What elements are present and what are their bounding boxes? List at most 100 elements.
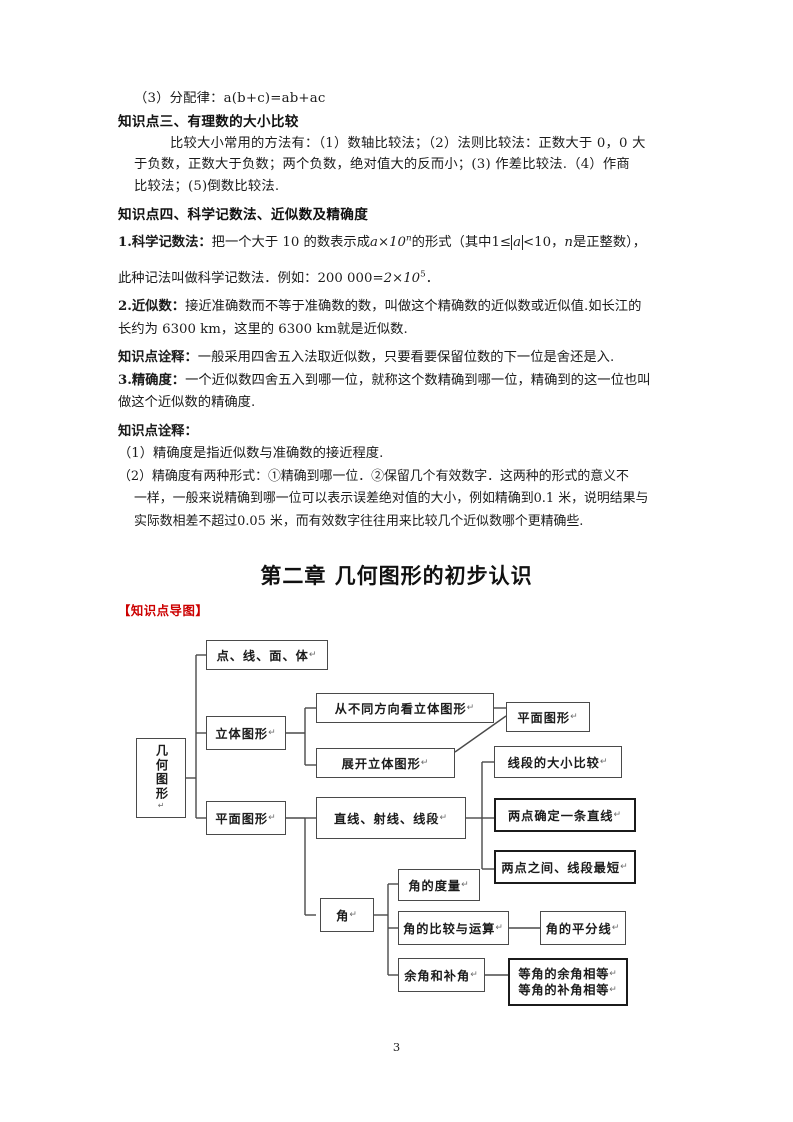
kp4-approximate-number-line-1: 2.近似数：接近准确数而不等于准确数的数，叫做这个精确数的近似数或近似值.如长江… [118,296,684,319]
mindmap-node-equal-angle-rules: 等角的余角相等↵ 等角的补角相等↵ [508,958,628,1006]
mindmap-node-angle-comparison: 角的比较与运算↵ [398,911,509,945]
mindmap-node-two-points-determine-line-label: 两点确定一条直线 [507,809,614,823]
heading-knowledge-point-3: 知识点三、有理数的大小比较 [118,113,299,130]
kp4-item1-text-d: 是正整数）， [572,235,647,250]
pilcrow-icon: ↵ [349,910,358,920]
pilcrow-icon: ↵ [420,758,430,768]
pilcrow-icon: ↵ [470,970,479,980]
kp4-item1-line2-exponent: 5 [420,269,426,280]
mindmap-node-angle-bisector: 角的平分线↵ [540,911,626,945]
mindmap-node-root: 几何图形↵ [136,738,186,818]
kp4-item1-text-c: ， [551,235,565,250]
kp4-note2-item-2-line-3: 实际数相差不超过0.05 米，而有效数字往往用来比较几个近似数哪个更精确些. [134,513,584,529]
heading-knowledge-point-4: 知识点四、科学记数法、近似数及精确度 [118,207,369,223]
mindmap-node-unfold-solid: 展开立体图形↵ [316,748,455,778]
kp4-note2-item-2-line-1: （2）精确度有两种形式：①精确到哪一位．②保留几个有效数字．这两种的形式的意义不 [118,468,629,484]
pilcrow-icon: ↵ [620,862,629,872]
kp4-precision-line-1: 3.精确度：一个近似数四舍五入到哪一位，就称这个数精确到哪一位，精确到的这一位也… [118,370,684,393]
kp4-item2-line1: 接近准确数而不等于准确数的数，叫做这个精确数的近似数或近似值.如长江的 [185,299,642,314]
mindmap-node-equal-complement-row: 等角的余角相等↵ [518,966,617,982]
mindmap-node-view-solid-label: 从不同方向看立体图形 [334,702,467,716]
kp3-body-line-1: 比较大小常用的方法有：（1）数轴比较法；（2）法则比较法：正数大于 0，0 大 [170,135,646,151]
page-number: 3 [392,1040,401,1054]
kp4-item1-formula-a: a×10 [370,235,407,250]
pilcrow-icon: ↵ [609,985,618,996]
mindmap-node-planar-figure: 平面图形↵ [206,801,286,835]
kp3-body-line-2: 于负数，正数大于负数；两个负数，绝对值大的反而小；(3) 作差比较法.（4）作商 [134,157,630,172]
mindmap-node-equal-supplement-label: 等角的补角相等 [518,983,610,997]
distributive-law-line: （3）分配律：a(b+c)=ab+ac [134,91,326,106]
mindmap-node-root-label: 几何图形 [154,744,169,801]
kp3-body-line-3: 比较法；(5)倒数比较法. [134,178,280,194]
kp4-item1-line2-formula: 2×10 [383,270,421,286]
text-content-block: （3）分配律：a(b+c)=ab+ac 知识点三、有理数的大小比较 比较大小常用… [118,88,684,533]
mindmap-node-point-line-face-solid: 点、线、面、体↵ [206,640,328,670]
pilcrow-icon: ↵ [495,923,504,933]
kp4-item3-label: 3.精确度： [118,372,186,388]
pilcrow-icon: ↵ [611,923,621,933]
kp4-item1-text-b: 的形式（其中 [411,235,492,250]
kp4-note2-item-1: （1）精确度是指近似数与准确数的接近程度. [118,446,384,461]
kp4-note-2-label: 知识点诠释： [118,423,198,439]
mindmap-section-tag: 【知识点导图】 [118,603,209,618]
kp4-item1-text-a: 把一个大于 10 的数表示成 [211,235,371,250]
mindmap-node-segment-comparison: 线段的大小比较↵ [494,746,622,778]
mindmap-node-shortest-segment: 两点之间、线段最短↵ [494,850,636,884]
kp4-note1-label: 知识点诠释： [118,350,198,365]
pilcrow-icon: ↵ [613,810,623,820]
mindmap-node-equal-supplement-row: 等角的补角相等↵ [518,982,617,998]
kp4-item1-line2-a: 此种记法叫做科学记数法．例如：200 000= [118,270,384,286]
pilcrow-icon: ↵ [466,703,476,713]
pilcrow-icon: ↵ [268,728,277,738]
mindmap-node-segment-comparison-label: 线段的大小比较 [507,756,600,770]
kp4-note-1: 知识点诠释：一般采用四舍五入法取近似数，只要看要保留位数的下一位是舍还是入. [118,347,684,370]
kp4-item1-line2-b: ． [425,270,439,286]
pilcrow-icon: ↵ [308,650,318,660]
mindmap-node-line-ray-segment-label: 直线、射线、线段 [333,812,440,826]
kp4-item1-variable-n: n [564,235,573,250]
mindmap-node-complement-supplement: 余角和补角↵ [398,958,485,992]
mindmap-node-point-line-face-solid-label: 点、线、面、体 [216,649,309,663]
kp4-item2-label: 2.近似数： [118,299,186,314]
kp4-precision-line-2: 做这个近似数的精确度. [118,395,256,410]
mindmap-node-angle-comparison-label: 角的比较与运算 [403,922,496,936]
mindmap-node-planar-figure-label: 平面图形 [215,812,269,826]
kp4-note2-item-2-line-2: 一样，一般来说精确到哪一位可以表示误差绝对值的大小，例如精确到0.1 米，说明结… [134,491,649,506]
pilcrow-icon: ↵ [570,712,579,722]
kp4-item3-line1: 一个近似数四舍五入到哪一位，就称这个数精确到哪一位，精确到的这一位也叫 [185,372,651,388]
mindmap-node-angle-measure: 角的度量↵ [398,869,480,901]
kp4-note1-text: 一般采用四舍五入法取近似数，只要看要保留位数的下一位是舍还是入. [197,350,615,365]
mindmap-node-planar-figure-right-label: 平面图形 [517,711,571,725]
pilcrow-icon: ↵ [439,813,449,823]
mindmap-node-angle: 角↵ [320,898,374,932]
mindmap-node-angle-bisector-label: 角的平分线 [545,922,612,936]
mindmap-node-solid-figure-label: 立体图形 [215,727,269,741]
kp4-approximate-number-line-2: 长约为 6300 km，这里的 6300 km就是近似数. [118,321,408,337]
pilcrow-icon: ↵ [156,800,166,812]
kp4-item1-inequality-right: <10 [523,235,552,250]
pilcrow-icon: ↵ [599,757,609,767]
mindmap-node-equal-complement-label: 等角的余角相等 [518,966,610,981]
mindmap-node-line-ray-segment: 直线、射线、线段↵ [316,797,466,839]
kp4-item1-formula-exponent: n [406,233,412,244]
mindmap-node-angle-label: 角 [336,909,350,923]
pilcrow-icon: ↵ [461,880,470,890]
pilcrow-icon: ↵ [609,968,618,979]
mindmap-node-view-solid-from-directions: 从不同方向看立体图形↵ [316,693,494,723]
kp4-scientific-notation-example: 此种记法叫做科学记数法．例如：200 000=2×105． [118,268,684,291]
mindmap-node-two-points-determine-line: 两点确定一条直线↵ [494,798,636,832]
chapter-title: 第二章 几何图形的初步认识 [260,563,533,588]
mindmap-node-planar-figure-right: 平面图形↵ [506,702,590,732]
mindmap-node-complement-supplement-label: 余角和补角 [404,969,471,983]
mindmap-node-shortest-segment-label: 两点之间、线段最短 [501,861,621,875]
kp4-item1-inequality-left: 1≤ [491,235,512,250]
mindmap-node-solid-figure: 立体图形↵ [206,716,286,750]
pilcrow-icon: ↵ [268,813,277,823]
kp4-scientific-notation-definition: 1.科学记数法：把一个大于 10 的数表示成a×10n的形式（其中1≤a<10，… [118,232,684,255]
mindmap-node-unfold-solid-label: 展开立体图形 [341,757,421,771]
kp4-item1-absolute-value: a [511,235,523,250]
kp4-item1-label: 1.科学记数法： [118,235,212,250]
